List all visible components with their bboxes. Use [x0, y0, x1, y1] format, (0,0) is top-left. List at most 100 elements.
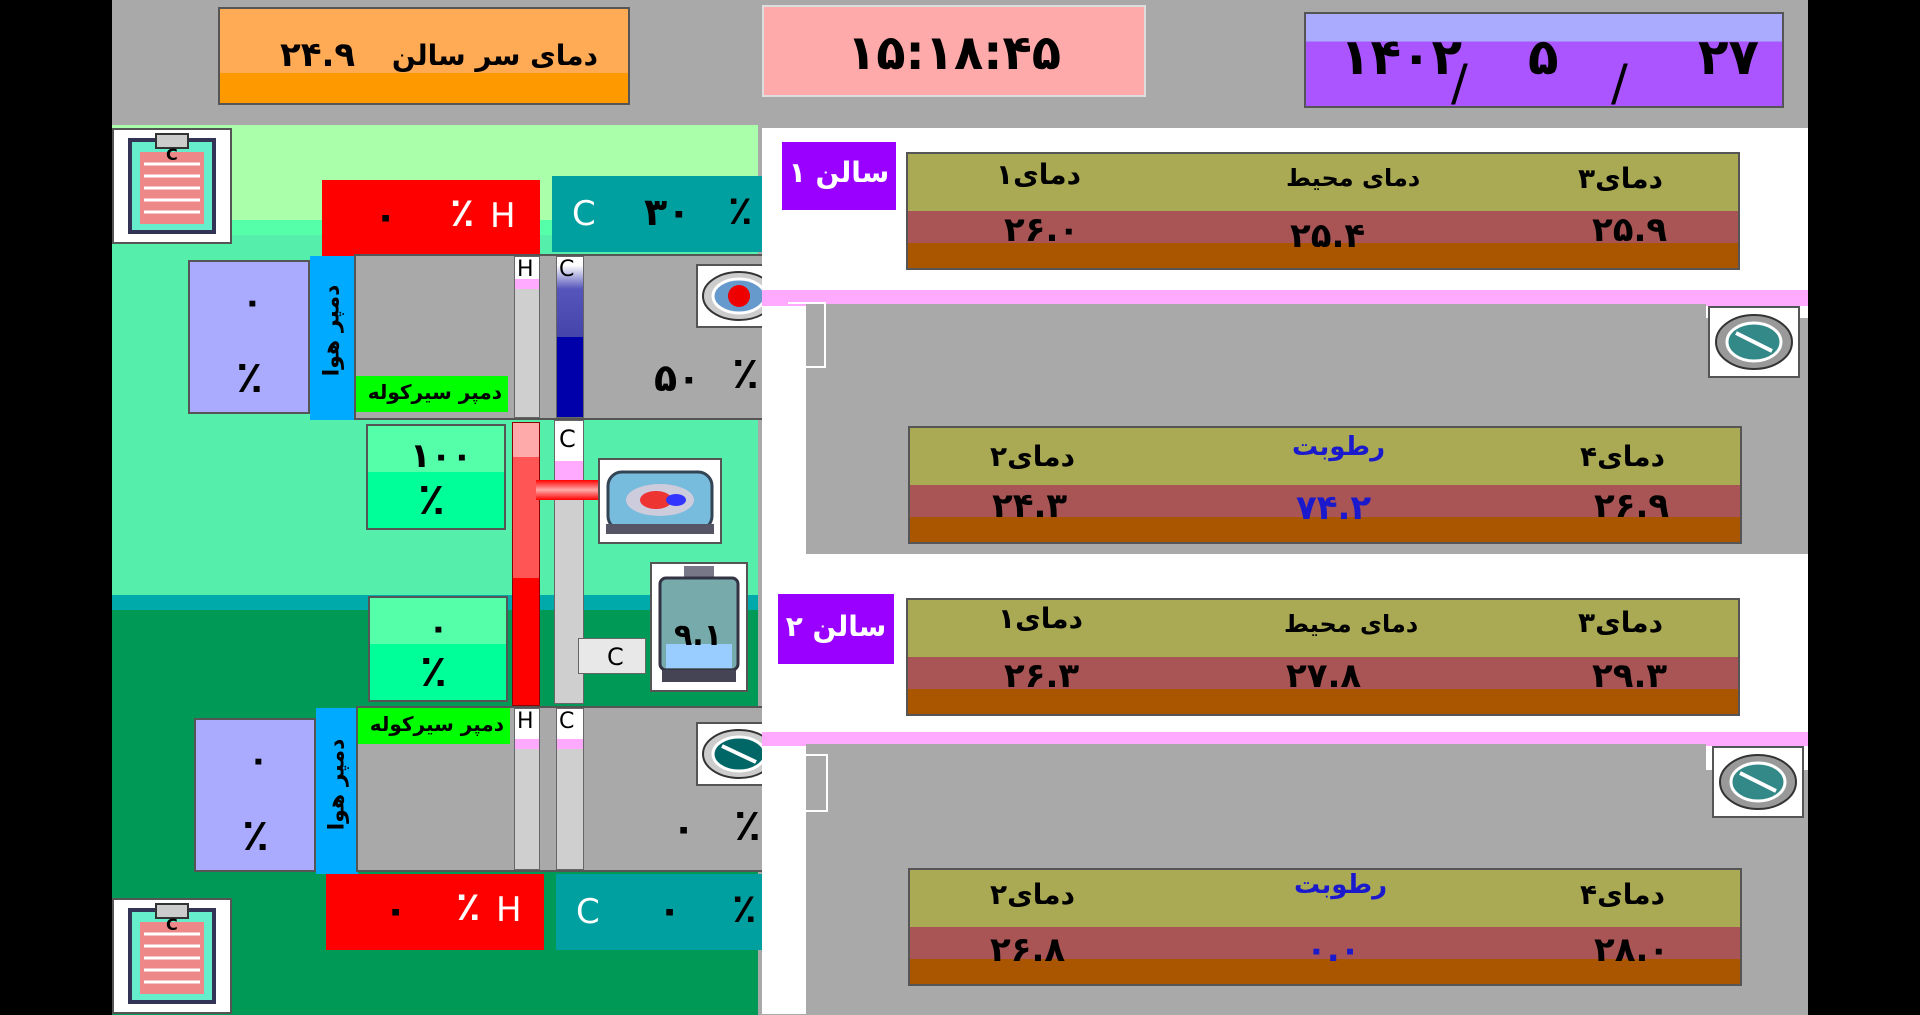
- hall1-hum-label: رطوبت: [1292, 432, 1386, 462]
- hall2-t4: ۲۸.۰: [1594, 930, 1670, 970]
- pipe-connector: [536, 480, 612, 500]
- burner-icon: [598, 458, 722, 544]
- duct-connector-2: [790, 754, 828, 812]
- valve-box-mid: ۰ ٪: [368, 596, 508, 702]
- hall1-t3-label: دمای۳: [1578, 162, 1663, 195]
- hall1-amb: ۲۵.۴: [1290, 216, 1366, 256]
- air-damper-value: ۰: [242, 282, 263, 322]
- air-damper-label-b: دمپر هوا: [324, 738, 350, 831]
- hall-temp-label: دمای سر سالن: [391, 39, 598, 72]
- date-sep-2: /: [1451, 54, 1468, 112]
- heater-pct: ٪: [450, 190, 475, 236]
- svg-text:C: C: [166, 145, 178, 164]
- cooler-bar-fill: [557, 337, 583, 417]
- hall-temp-value: ۲۴.۹: [280, 35, 356, 75]
- bar-h-letter: H: [517, 257, 534, 282]
- hall2-amb: ۲۷.۸: [1286, 656, 1362, 696]
- clipboard-icon[interactable]: C: [112, 128, 232, 244]
- hall1-t2-label: دمای۲: [990, 440, 1075, 473]
- hall2-t3-label: دمای۳: [1578, 606, 1663, 639]
- circ-damper-label-b: دمپر سیرکوله: [369, 712, 504, 736]
- pipe-c-letter: C: [559, 425, 576, 453]
- hall2-pink-band: [762, 732, 1808, 746]
- hall2-t2-label: دمای۲: [990, 878, 1075, 911]
- valve-box-top: ۱۰۰ ٪: [366, 424, 506, 530]
- heater-letter-b: H: [496, 890, 522, 930]
- hot-pipe: [512, 422, 540, 706]
- fan-unit-top: دمپر سیرکوله H C ۵۰ ٪: [354, 254, 790, 420]
- cooler-value: ۳۰: [644, 190, 691, 234]
- fan-unit-bottom: دمپر سیرکوله H C ۰ ٪: [356, 706, 792, 872]
- hall2-hum-label: رطوبت: [1294, 870, 1388, 900]
- bar-c-bottom: C: [556, 708, 584, 870]
- cooler-box-top: C ۳۰ ٪: [552, 176, 772, 252]
- circ-damper-label-top: دمپر سیرکوله: [356, 376, 508, 412]
- date-month: ۵: [1528, 28, 1559, 86]
- hall1-t3: ۲۵.۹: [1592, 210, 1668, 250]
- date-box: ۲۷ / ۵ / ۱۴۰۲: [1304, 12, 1784, 112]
- fan-speed-pct-b: ٪: [734, 800, 761, 851]
- air-damper-pct-bottom: ٪: [242, 810, 269, 861]
- bar-c-letter-b: C: [559, 709, 575, 734]
- cooler-box-bottom: C ۰ ٪: [556, 874, 774, 950]
- air-damper-box-top: ۰ ٪: [188, 260, 310, 414]
- clock-value: ۱۵:۱۸:۴۵: [846, 25, 1062, 81]
- clipboard-icon-bottom[interactable]: C: [112, 898, 232, 1014]
- hall1-hum: ۷۴.۲: [1296, 488, 1372, 528]
- bar-c-letter: C: [559, 257, 575, 282]
- valve-value: ۱۰۰: [410, 436, 473, 476]
- fan-speed-value: ۵۰: [654, 356, 701, 400]
- date-year: ۱۴۰۲: [1340, 28, 1463, 86]
- heater-value: ۰: [374, 194, 398, 238]
- air-damper-pct: ٪: [236, 352, 263, 403]
- air-damper-label-bottom: دمپر هوا: [316, 708, 358, 874]
- air-damper-value-bottom: ۰: [248, 740, 269, 780]
- hall2-t4-label: دمای۴: [1580, 878, 1665, 911]
- boiler-icon: ۹.۱: [650, 562, 748, 692]
- hall-temp-box: دمای سر سالن ۲۴.۹: [218, 7, 630, 105]
- hall2-row2: دمای۴ رطوبت دمای۲ ۲۸.۰ ۰.۰ ۲۶.۸: [908, 868, 1742, 986]
- bar-h-letter-b: H: [517, 709, 534, 734]
- fan-speed-value-b: ۰: [672, 806, 696, 850]
- hall1-t4: ۲۶.۹: [1594, 486, 1670, 526]
- heater-box-top: ۰ ٪ H: [322, 180, 540, 256]
- heater-pct-b: ٪: [456, 884, 481, 930]
- valve2-value: ۰: [428, 608, 449, 648]
- hall2-title[interactable]: سالن ۲: [776, 592, 896, 666]
- hall2-amb-label: دمای محیط: [1284, 610, 1419, 638]
- heater-value-b: ۰: [384, 888, 408, 932]
- date-day: ۲۷: [1698, 28, 1760, 86]
- hall2-t1: ۲۶.۳: [1004, 656, 1080, 696]
- cooler-pct: ٪: [728, 188, 753, 234]
- hall1-title-text: سالن ۱: [788, 156, 890, 189]
- hall1-title[interactable]: سالن ۱: [780, 140, 898, 212]
- hall2-row1: دمای۳ دمای محیط دمای۱ ۲۹.۳ ۲۷.۸ ۲۶.۳: [906, 598, 1740, 716]
- clock-box: ۱۵:۱۸:۴۵: [762, 5, 1146, 97]
- hall2-fan-icon[interactable]: [1712, 746, 1804, 818]
- cooler-letter-b: C: [576, 892, 600, 932]
- bar-c-top: C: [556, 256, 584, 418]
- heater-box-bottom: ۰ ٪ H: [326, 874, 544, 950]
- svg-text:C: C: [166, 915, 178, 934]
- hall2-t3: ۲۹.۳: [1592, 656, 1668, 696]
- cooler-pct-b: ٪: [732, 886, 757, 932]
- cooler-value-b: ۰: [658, 888, 682, 932]
- hall1-t1: ۲۶.۰: [1004, 210, 1080, 250]
- hall1-row2: دمای۴ رطوبت دمای۲ ۲۶.۹ ۷۴.۲ ۲۴.۳: [908, 426, 1742, 544]
- boiler-pipe: C: [578, 638, 646, 674]
- scada-screen: دمای سر سالن ۲۴.۹ ۱۵:۱۸:۴۵ ۲۷ / ۵ / ۱۴۰۲…: [112, 0, 1808, 1015]
- air-damper-label: دمپر هوا: [319, 284, 345, 377]
- boiler-value: ۹.۱: [674, 618, 723, 653]
- hall1-t4-label: دمای۴: [1580, 440, 1665, 473]
- cooler-bar-upper: [557, 257, 583, 337]
- valve2-pct: ٪: [420, 646, 447, 697]
- duct-connector-1: [788, 302, 826, 368]
- hall2-title-text: سالن ۲: [785, 610, 887, 643]
- date-sep-1: /: [1611, 54, 1628, 112]
- hall1-pink-band: [762, 290, 1808, 306]
- boiler-c-letter: C: [607, 643, 624, 671]
- heater-letter: H: [490, 196, 516, 236]
- hall1-fan-icon[interactable]: [1708, 306, 1800, 378]
- hall2-t1-label: دمای۱: [998, 602, 1083, 635]
- hall1-row1: دمای۳ دمای محیط دمای۱ ۲۵.۹ ۲۵.۴ ۲۶.۰: [906, 152, 1740, 270]
